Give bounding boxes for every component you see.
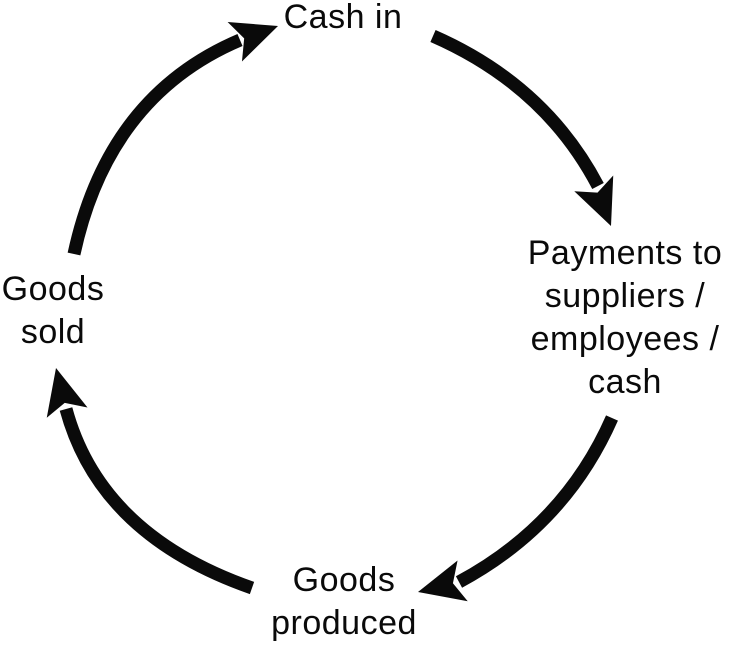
arrow-shaft [67,34,243,256]
arrow-head-icon [574,175,614,226]
node-label-line: produced [271,604,417,642]
node-label-line: employees / [530,320,720,358]
arrow-cash-in-to-payments-icon [430,30,614,226]
arrow-payments-to-goods-produced-icon [418,415,618,602]
arrow-shaft [455,415,618,588]
node-label-line: Cash in [283,0,403,36]
node-label-payments-to-suppliers-employees-cash: Payments to suppliers / employees / cash [528,232,722,404]
node-label-line: sold [20,313,86,351]
arrow-head-icon [46,368,88,418]
arrow-head-icon [227,21,278,62]
arrow-shaft [59,407,255,595]
node-label-line: Goods [292,561,396,599]
arrow-head-icon [418,560,468,602]
node-label-line: Goods [1,270,105,308]
node-label-line: cash [588,363,662,401]
arrow-goods-produced-to-goods-sold-icon [46,368,255,595]
node-label-goods-produced: Goods produced [271,559,417,645]
node-label-goods-sold: Goods sold [2,268,105,354]
arrow-goods-sold-to-cash-in-icon [67,21,278,256]
node-label-cash-in: Cash in [284,0,403,39]
node-label-line: suppliers / [544,277,706,315]
node-label-line: Payments to [527,234,723,272]
arrow-shaft [430,30,604,190]
